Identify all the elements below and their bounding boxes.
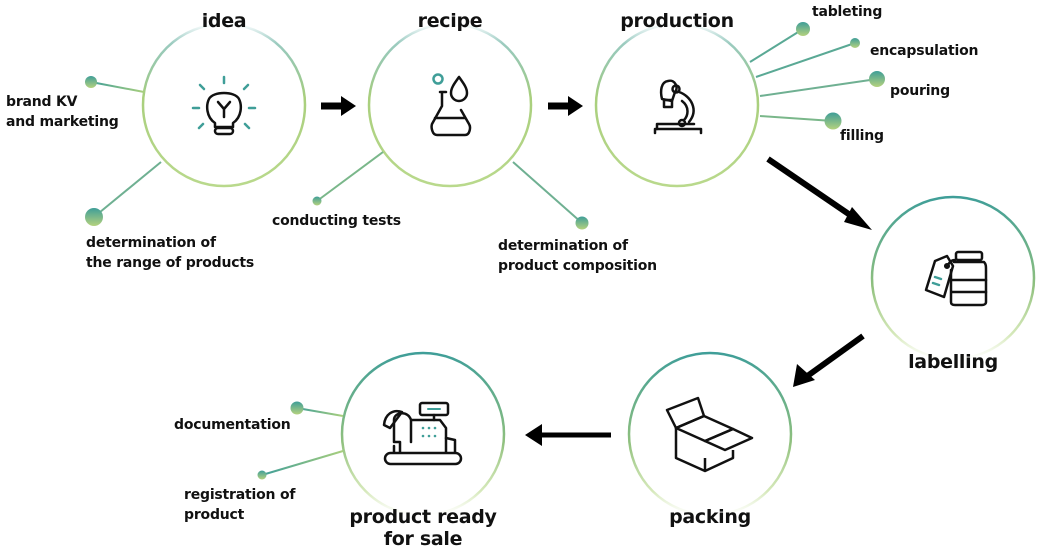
stage-circle-labelling — [870, 195, 1036, 361]
stage-title-ready: product ready for sale — [349, 506, 497, 550]
arrow-labelling-to-packing — [793, 333, 865, 387]
connector-conducting-tests — [312, 151, 384, 206]
substep-encapsulation: encapsulation — [870, 43, 979, 59]
connector-dot — [257, 470, 267, 480]
connector-dot — [85, 208, 103, 226]
connector-brand-kv — [85, 76, 145, 93]
stage-title-packing: packing — [669, 506, 751, 528]
connector-registration — [257, 450, 344, 480]
stage-title-idea: idea — [201, 10, 247, 32]
connector-dot — [850, 38, 860, 48]
substep-tableting: tableting — [812, 4, 883, 20]
cash-register-icon — [382, 401, 463, 466]
connector-dot — [796, 22, 810, 36]
stage-circle-ready — [340, 351, 506, 517]
microscope-icon — [653, 79, 703, 135]
open-box-icon — [665, 396, 754, 473]
arrow-production-to-labelling — [766, 156, 872, 230]
substep-documentation: documentation — [174, 417, 291, 433]
connector-dot — [85, 76, 97, 88]
stage-circle-production — [594, 22, 760, 188]
substep-conducting-tests: conducting tests — [272, 213, 401, 229]
substep-brand-kv: brand KV and marketing — [6, 94, 119, 130]
connector-filling — [759, 112, 842, 130]
connector-dot — [290, 401, 304, 415]
arrow-idea-to-recipe — [321, 96, 356, 116]
substep-registration: registration of product — [184, 487, 296, 523]
connector-tableting — [749, 22, 810, 63]
connector-dot — [312, 196, 322, 206]
stage-circle-packing — [627, 351, 793, 517]
substep-product-composition: determination of product composition — [498, 238, 657, 274]
flask-drop-icon — [430, 73, 472, 137]
connector-pouring — [759, 71, 885, 97]
stage-title-recipe: recipe — [417, 10, 483, 32]
stage-title-labelling: labelling — [908, 351, 998, 373]
substep-range-of-products: determination of the range of products — [86, 235, 254, 271]
connector-dot — [869, 71, 885, 87]
connector-dot — [824, 112, 842, 130]
connector-dot — [575, 216, 589, 230]
lightbulb-icon — [191, 75, 257, 136]
substep-pouring: pouring — [890, 83, 950, 99]
stage-circle-recipe — [367, 22, 533, 188]
connector-documentation — [290, 401, 344, 417]
connector-product-composition — [512, 161, 589, 230]
arrow-packing-to-ready — [525, 424, 611, 446]
connector-range-of-products — [85, 161, 162, 226]
stage-circle-idea — [141, 22, 307, 188]
jar-label-icon — [924, 250, 988, 307]
arrow-recipe-to-production — [548, 96, 583, 116]
substep-filling: filling — [840, 128, 884, 144]
stage-title-production: production — [620, 10, 734, 32]
connector-encapsulation — [755, 38, 860, 78]
